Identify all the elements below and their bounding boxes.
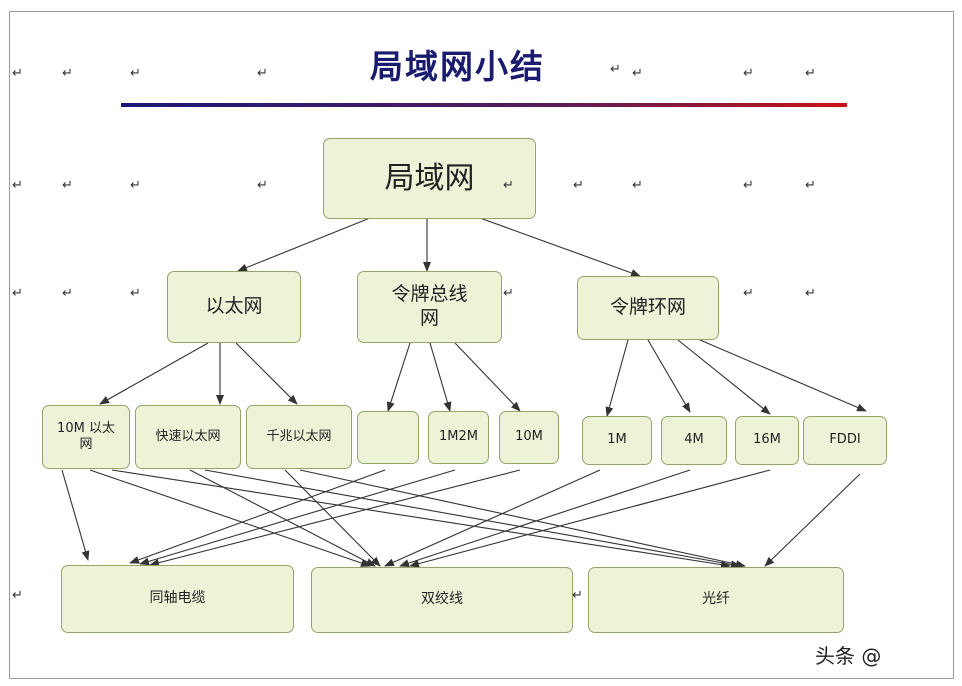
node-ethernet: 以太网 bbox=[167, 271, 301, 343]
node-10m-ethernet: 10M 以太网 bbox=[42, 405, 130, 469]
arrow-ring-16m bbox=[677, 339, 771, 415]
arrow-ring-1m bbox=[605, 339, 629, 417]
arrow-10m-twisted bbox=[89, 469, 371, 567]
node-ring-4m: 4M bbox=[661, 416, 727, 465]
paragraph-mark: ↵ bbox=[130, 66, 141, 81]
paragraph-mark: ↵ bbox=[610, 62, 621, 77]
paragraph-mark: ↵ bbox=[62, 66, 73, 81]
paragraph-mark: ↵ bbox=[12, 178, 23, 193]
node-ring-fddi: FDDI bbox=[803, 416, 887, 465]
node-bus-blank bbox=[357, 411, 419, 464]
paragraph-mark: ↵ bbox=[62, 178, 73, 193]
paragraph-mark: ↵ bbox=[743, 286, 754, 301]
paragraph-mark: ↵ bbox=[12, 286, 23, 301]
paragraph-mark: ↵ bbox=[130, 286, 141, 301]
paragraph-mark: ↵ bbox=[743, 66, 754, 81]
arrow-bus-10m bbox=[454, 342, 521, 412]
node-lan-root: 局域网 bbox=[323, 138, 536, 219]
node-token-bus: 令牌总线网 bbox=[357, 271, 502, 343]
arrow-eth-gigabit bbox=[235, 342, 298, 405]
node-bus-1m2m: 1M2M bbox=[428, 411, 489, 464]
arrow-bus-1m2m bbox=[429, 342, 452, 412]
arrow-bus1m2m-coax bbox=[139, 469, 456, 566]
arrow-eth-10m bbox=[99, 342, 209, 405]
paragraph-mark: ↵ bbox=[12, 588, 23, 603]
paragraph-mark: ↵ bbox=[130, 178, 141, 193]
paragraph-mark: ↵ bbox=[573, 178, 584, 193]
paragraph-mark: ↵ bbox=[257, 178, 268, 193]
title-underline bbox=[121, 103, 847, 107]
arrow-ring-fddi bbox=[699, 339, 867, 412]
paragraph-mark: ↵ bbox=[743, 178, 754, 193]
paragraph-mark: ↵ bbox=[632, 66, 643, 81]
node-bus-10m: 10M bbox=[499, 411, 559, 464]
arrow-ring16m-twisted bbox=[409, 469, 771, 568]
arrow-10m-coax bbox=[61, 469, 90, 561]
arrow-ring-4m bbox=[647, 339, 691, 413]
diagram-frame bbox=[9, 11, 954, 679]
paragraph-mark: ↵ bbox=[805, 286, 816, 301]
node-gigabit-ethernet: 千兆以太网 bbox=[246, 405, 352, 469]
paragraph-mark: ↵ bbox=[257, 66, 268, 81]
node-fiber: 光纤 bbox=[588, 567, 844, 633]
watermark: 头条 @ bbox=[815, 644, 882, 668]
paragraph-mark: ↵ bbox=[62, 286, 73, 301]
diagram-title: 局域网小结 bbox=[370, 47, 545, 86]
arrow-busblank-coax bbox=[129, 469, 386, 564]
paragraph-mark: ↵ bbox=[805, 178, 816, 193]
node-fast-ethernet: 快速以太网 bbox=[135, 405, 241, 469]
node-twisted-pair: 双绞线 bbox=[311, 567, 573, 633]
arrow-fast-twisted bbox=[189, 469, 376, 567]
arrow-ring4m-twisted bbox=[399, 469, 691, 567]
arrow-10m-fiber bbox=[111, 469, 731, 569]
node-ring-1m: 1M bbox=[582, 416, 652, 465]
node-ring-16m: 16M bbox=[735, 416, 799, 465]
arrow-bus-blank bbox=[386, 342, 411, 412]
paragraph-mark: ↵ bbox=[503, 178, 514, 193]
arrow-fddi-fiber bbox=[764, 473, 861, 567]
arrow-root-tokenring bbox=[479, 217, 641, 277]
arrow-bus10m-coax bbox=[149, 469, 521, 567]
paragraph-mark: ↵ bbox=[632, 178, 643, 193]
paragraph-mark: ↵ bbox=[12, 66, 23, 81]
arrow-ring1m-twisted bbox=[384, 469, 601, 567]
paragraph-mark: ↵ bbox=[572, 588, 583, 603]
paragraph-mark: ↵ bbox=[503, 286, 514, 301]
paragraph-mark: ↵ bbox=[805, 66, 816, 81]
arrow-root-ethernet bbox=[237, 217, 371, 272]
node-coax: 同轴电缆 bbox=[61, 565, 294, 633]
arrow-gigabit-fiber bbox=[299, 469, 746, 569]
node-token-ring: 令牌环网 bbox=[577, 276, 719, 340]
arrow-fast-fiber bbox=[204, 469, 741, 569]
